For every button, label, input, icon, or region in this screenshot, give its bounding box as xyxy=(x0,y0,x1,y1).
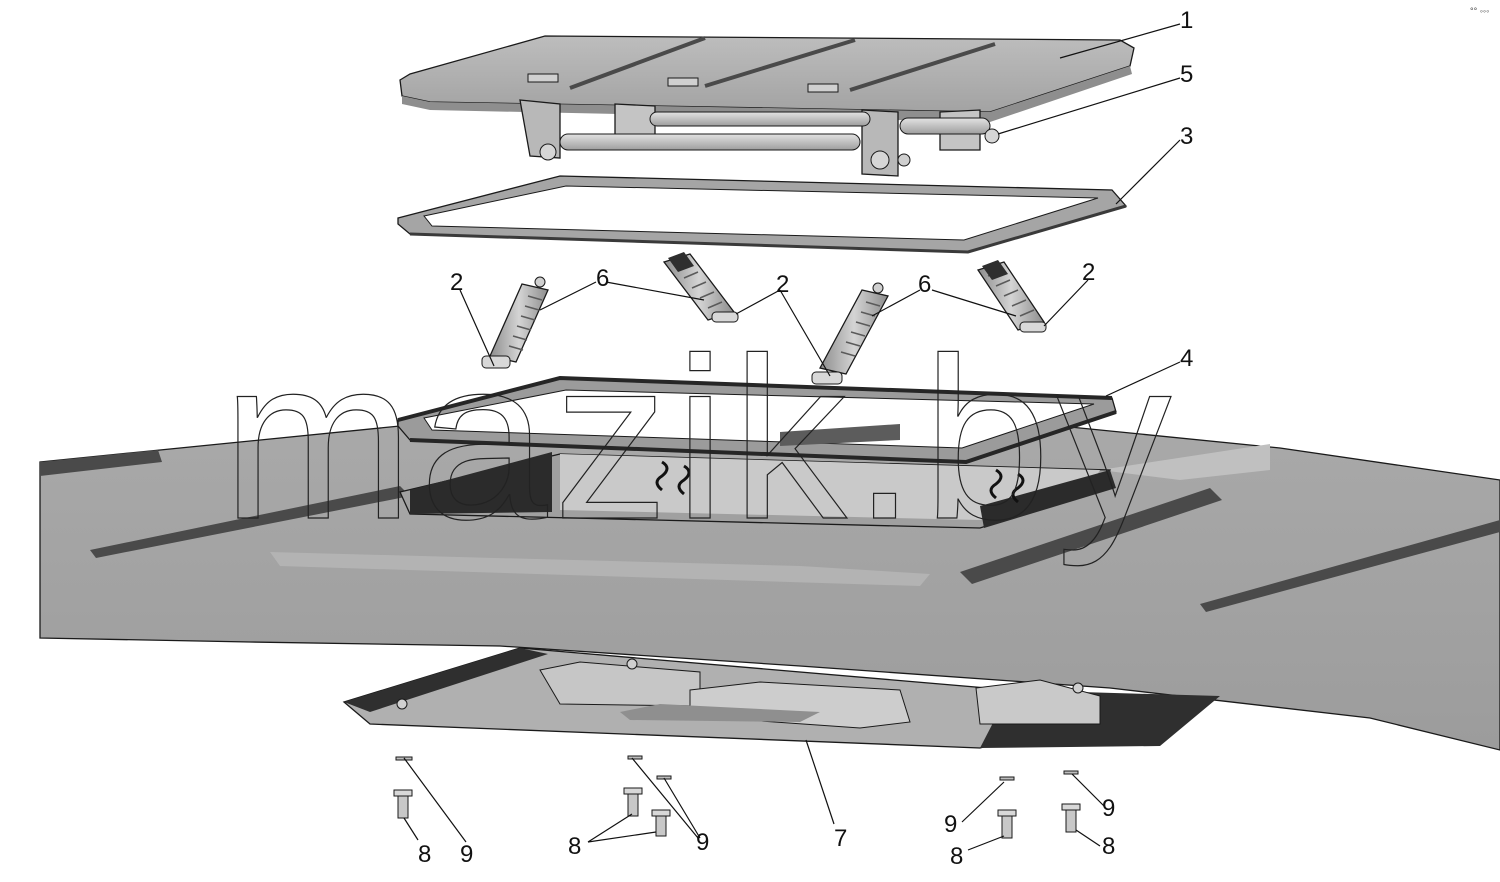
screw-5 xyxy=(1061,803,1081,833)
spring-middle-1 xyxy=(662,252,739,323)
callout-6-right: 6 xyxy=(918,271,931,298)
callout-5: 5 xyxy=(1180,61,1193,88)
washer-2 xyxy=(627,755,643,760)
callout-9-b: 9 xyxy=(696,829,709,856)
callout-9-a: 9 xyxy=(460,841,473,868)
spring-middle-2 xyxy=(811,282,889,385)
screw-4 xyxy=(997,809,1017,839)
screw-2 xyxy=(623,787,643,817)
leader-lines xyxy=(403,23,1181,851)
callout-2-middle: 2 xyxy=(776,271,789,298)
corner-mark: °° ◦◦◦ xyxy=(1470,6,1489,16)
screw-1 xyxy=(393,789,413,819)
washer-4 xyxy=(999,776,1015,781)
upper-gasket-frame xyxy=(397,175,1128,254)
washer-5 xyxy=(1063,770,1079,775)
callout-9-d: 9 xyxy=(1102,795,1115,822)
screw-3 xyxy=(651,809,671,837)
lower-gasket-frame xyxy=(397,375,1117,465)
watermark: mazik.by xyxy=(222,310,1177,567)
callout-8-d: 8 xyxy=(1102,833,1115,860)
callout-labels: 1 5 3 2 6 2 6 2 4 7 9 8 8 9 9 8 9 8 xyxy=(418,7,1193,870)
inner-trim-panel xyxy=(342,647,1220,749)
fasteners xyxy=(393,755,1081,839)
callout-3: 3 xyxy=(1180,123,1193,150)
callout-8-a: 8 xyxy=(418,841,431,868)
callout-6-left: 6 xyxy=(596,265,609,292)
callout-2-right: 2 xyxy=(1082,259,1095,286)
callout-8-c: 8 xyxy=(950,843,963,870)
callout-4: 4 xyxy=(1180,345,1193,372)
roof-opening xyxy=(399,452,1116,529)
hatch-lid xyxy=(399,35,1135,122)
callout-8-b: 8 xyxy=(568,833,581,860)
latch-clip-left xyxy=(655,460,691,496)
callout-1: 1 xyxy=(1180,7,1193,34)
spring-right-1 xyxy=(976,260,1047,333)
spring-left-1 xyxy=(481,276,549,369)
callout-9-c: 9 xyxy=(944,811,957,838)
latch-clip-right xyxy=(989,468,1025,504)
callout-7: 7 xyxy=(834,825,847,852)
callout-2-left: 2 xyxy=(450,269,463,296)
hinge-mechanism xyxy=(519,99,1000,177)
